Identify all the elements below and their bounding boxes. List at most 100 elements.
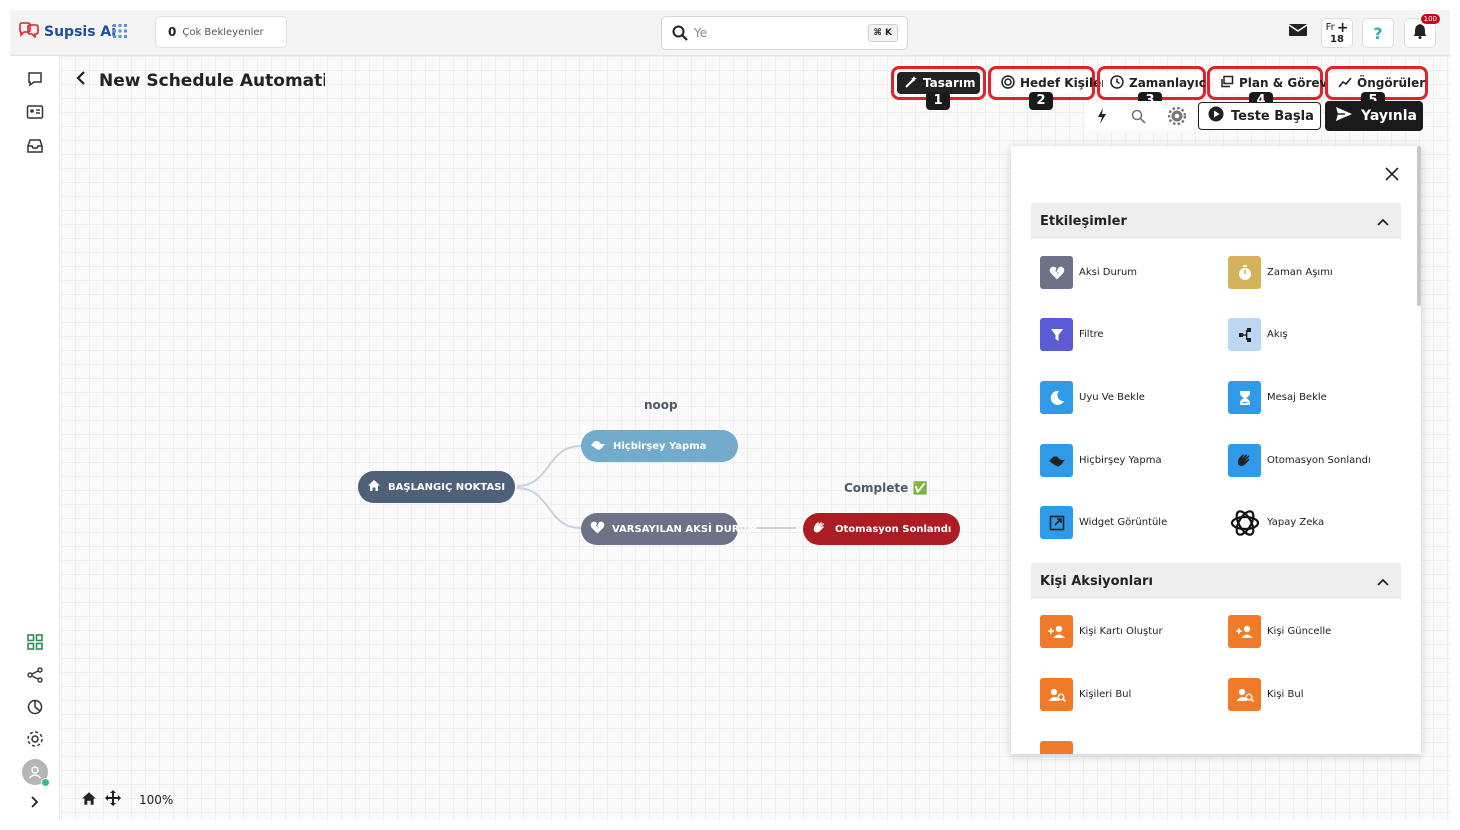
item-label: Otomasyon Sonlandı xyxy=(1267,455,1371,466)
notifications-button[interactable]: 100 xyxy=(1404,13,1441,48)
help-button[interactable]: ? xyxy=(1362,18,1394,48)
page-title: New Schedule Automati xyxy=(99,70,325,91)
contact-card-icon[interactable] xyxy=(24,101,46,123)
item-kisi-guncelle[interactable]: Kişi Güncelle xyxy=(1228,615,1331,648)
panel-scrollbar[interactable] xyxy=(1417,146,1421,306)
zoom-level: 100% xyxy=(139,792,174,807)
contact-actions-section-header[interactable]: Kişi Aksiyonları xyxy=(1031,563,1401,599)
home-icon xyxy=(367,479,381,495)
tab-tasarim[interactable]: Tasarım xyxy=(891,66,986,100)
settings-icon[interactable] xyxy=(24,728,46,750)
item-kisi-karti-olustur[interactable]: Kişi Kartı Oluştur xyxy=(1040,615,1163,648)
calendar-weekday: Fr xyxy=(1325,22,1335,33)
avatar[interactable] xyxy=(22,759,50,787)
item-mesaj-bekle[interactable]: Mesaj Bekle xyxy=(1228,381,1327,414)
item-label: Zaman Aşımı xyxy=(1267,267,1333,278)
start-node[interactable]: BAŞLANGIÇ NOKTASI xyxy=(358,471,515,503)
inbox-icon[interactable] xyxy=(24,135,46,157)
tab-label: Zamanlayıcı xyxy=(1129,76,1210,90)
search-box[interactable]: Ye ⌘ K xyxy=(661,16,908,50)
item-label: Mesaj Bekle xyxy=(1267,392,1327,403)
default-else-node[interactable]: VARSAYILAN AKSİ DURUM xyxy=(581,513,758,545)
logo-icon xyxy=(18,22,40,42)
calendar-button[interactable]: Fr + 18 xyxy=(1321,18,1353,48)
page-header: New Schedule Automati xyxy=(75,70,325,91)
home-icon[interactable] xyxy=(81,791,97,809)
moon-icon xyxy=(1040,381,1073,414)
play-icon xyxy=(1208,106,1224,126)
bell-icon xyxy=(1413,23,1427,43)
item-label: Widget Görüntüle xyxy=(1079,517,1168,528)
lightning-icon[interactable] xyxy=(1097,108,1107,128)
close-icon[interactable] xyxy=(1385,166,1399,185)
tab-label: Tasarım xyxy=(923,76,976,90)
flow-connectors xyxy=(516,445,796,529)
noop-node-label: Hiçbirşey Yapma xyxy=(613,440,707,452)
contact-actions-title: Kişi Aksiyonları xyxy=(1040,573,1153,589)
gear-icon[interactable] xyxy=(1167,106,1187,129)
app-name: Supsis Ai xyxy=(44,24,117,40)
start-test-label: Teste Başla xyxy=(1231,108,1314,124)
user-search-icon xyxy=(1040,678,1073,711)
chat-icon[interactable] xyxy=(24,68,46,90)
calendar-day: 18 xyxy=(1330,34,1344,45)
dashboard-icon[interactable] xyxy=(24,631,46,653)
stopwatch-icon xyxy=(1228,256,1261,289)
clock-icon xyxy=(1110,74,1124,92)
item-widget-goruntule[interactable]: Widget Görüntüle xyxy=(1040,506,1167,539)
item-kisi-bul[interactable]: Kişi Bul xyxy=(1228,678,1303,711)
magic-wand-icon xyxy=(904,75,918,92)
top-bar: Supsis Ai 0 Çok Bekleyenler Ye ⌘ K Fr + … xyxy=(10,10,1450,56)
publish-label: Yayınla xyxy=(1361,108,1418,124)
apps-grid-icon[interactable] xyxy=(112,23,128,43)
clap-icon xyxy=(812,521,828,538)
automation-end-node[interactable]: Otomasyon Sonlandı xyxy=(803,513,960,545)
item-label: Kişi Kartı Oluştur xyxy=(1079,626,1163,637)
item-zaman-asimi[interactable]: Zaman Aşımı xyxy=(1228,256,1333,289)
chevron-up-icon xyxy=(1377,575,1389,590)
pie-chart-icon[interactable] xyxy=(24,696,46,718)
back-arrow-icon[interactable] xyxy=(75,70,87,91)
flow-canvas[interactable]: New Schedule Automati Tasarım 1 Hedef Ki… xyxy=(61,56,1450,820)
zoom-search-icon[interactable] xyxy=(1131,109,1146,128)
noop-node[interactable]: Hiçbirşey Yapma xyxy=(581,430,738,462)
components-panel: Etkileşimler Aksi Durum Zaman Aşımı Filt… xyxy=(1011,146,1421,754)
user-icon xyxy=(1040,741,1073,754)
item-label: Akış xyxy=(1267,329,1288,340)
pending-button[interactable]: 0 Çok Bekleyenler xyxy=(155,16,287,48)
share-icon[interactable] xyxy=(24,664,46,686)
tab-number-2: 2 xyxy=(1029,92,1053,110)
target-icon xyxy=(1001,74,1015,92)
tab-label: Öngörüler xyxy=(1357,76,1426,90)
mail-icon[interactable] xyxy=(1288,22,1308,42)
complete-branch-label: Complete ✅ xyxy=(844,481,928,495)
item-akis[interactable]: Akış xyxy=(1228,318,1288,351)
start-test-button[interactable]: Teste Başla xyxy=(1198,102,1321,130)
item-yapay-zeka[interactable]: Yapay Zeka xyxy=(1228,506,1324,539)
pending-count: 0 xyxy=(168,25,177,39)
interactions-section-header[interactable]: Etkileşimler xyxy=(1031,203,1401,239)
search-placeholder: Ye xyxy=(694,26,708,40)
user-add-icon xyxy=(1040,615,1073,648)
left-sidebar xyxy=(10,56,60,820)
item-hicbirsey-yapma[interactable]: Hiçbirşey Yapma xyxy=(1040,444,1162,477)
zoom-controls: 100% xyxy=(81,790,173,809)
item-kisileri-bul[interactable]: Kişileri Bul xyxy=(1040,678,1131,711)
item-otomasyon-sonlandi[interactable]: Otomasyon Sonlandı xyxy=(1228,444,1371,477)
logo[interactable]: Supsis Ai xyxy=(18,22,116,42)
item-label: Filtre xyxy=(1079,329,1104,340)
expand-sidebar-icon[interactable] xyxy=(24,791,46,813)
handshake-icon xyxy=(1040,444,1073,477)
item-aksi-durum[interactable]: Aksi Durum xyxy=(1040,256,1137,289)
item-partial[interactable] xyxy=(1040,741,1073,754)
item-label: Hiçbirşey Yapma xyxy=(1079,455,1162,466)
online-status-dot xyxy=(41,778,50,787)
item-filtre[interactable]: Filtre xyxy=(1040,318,1104,351)
search-icon xyxy=(672,25,688,45)
move-icon[interactable] xyxy=(105,790,121,809)
item-uyu-ve-bekle[interactable]: Uyu Ve Bekle xyxy=(1040,381,1145,414)
publish-button[interactable]: Yayınla xyxy=(1325,101,1423,131)
openai-icon xyxy=(1228,506,1261,539)
toolbar xyxy=(1085,101,1197,131)
send-icon xyxy=(1335,106,1353,126)
